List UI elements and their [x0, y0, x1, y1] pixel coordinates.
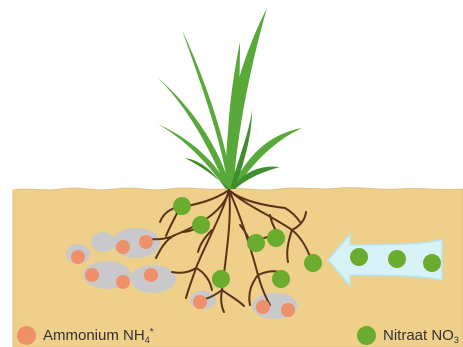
leaf	[182, 30, 232, 189]
plant-icon	[158, 8, 302, 189]
ammonium-ion	[144, 268, 158, 282]
nitrate-ion	[350, 248, 368, 266]
ammonium-legend-icon	[17, 326, 36, 345]
ammonium-ion	[85, 268, 99, 282]
nitrate-ion	[423, 254, 441, 272]
nitrate-ion	[212, 270, 230, 288]
nitrate-ion	[272, 270, 290, 288]
ammonium-ion	[116, 240, 130, 254]
nitrate-legend-icon	[357, 326, 376, 345]
nitrate-ion	[267, 229, 285, 247]
nitrate-ion	[388, 250, 406, 268]
legend-ammonium: Ammonium NH4*	[17, 326, 154, 345]
nitrate-ion	[304, 254, 322, 272]
stone-icon	[91, 232, 115, 252]
ammonium-ion	[71, 250, 85, 264]
legend-ammonium-label: Ammonium NH4*	[43, 327, 154, 345]
legend-nitrate-label: Nitraat NO3	[383, 327, 459, 345]
nitrate-ion	[192, 216, 210, 234]
legend-nitrate: Nitraat NO3	[357, 326, 459, 345]
ammonium-ion	[139, 235, 153, 249]
ammonium-ion	[256, 300, 270, 314]
ammonium-ion	[116, 275, 130, 289]
nitrate-ion	[173, 197, 191, 215]
nitrate-ion	[247, 234, 265, 252]
ammonium-ion	[281, 303, 295, 317]
ammonium-ion	[193, 295, 207, 309]
